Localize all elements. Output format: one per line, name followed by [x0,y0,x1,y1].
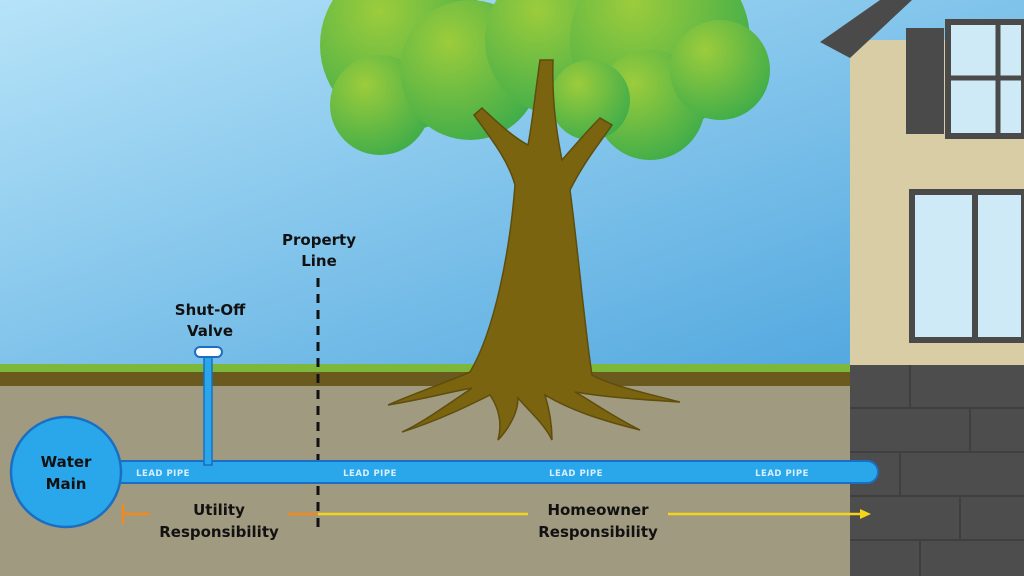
house [820,0,1024,576]
homeowner-arrowhead [860,509,871,519]
shutoff-valve-label-line1: Shut-Off [175,301,246,319]
house-roof [820,0,912,58]
shutoff-valve-stem [203,353,213,466]
property-line-label-line1: Property [282,231,356,249]
homeowner-responsibility-label-line2: Responsibility [538,523,658,541]
shutter [906,28,944,134]
shutoff-valve-handle [194,346,223,358]
tree-trunk [387,59,681,441]
utility-responsibility-label-line1: Utility [193,501,245,519]
property-line-label-line2: Line [301,252,337,270]
water-main-label-line1: Water [41,453,92,471]
homeowner-responsibility-label-line1: Homeowner [547,501,649,519]
water-main-label-line2: Main [46,475,87,493]
pipe-label: LEAD PIPE [343,469,397,479]
tree [320,0,770,441]
lower-window [909,189,1024,343]
shutoff-valve-label-line2: Valve [187,322,233,340]
water-main [9,415,123,529]
utility-responsibility-label-line2: Responsibility [159,523,279,541]
tree-foliage [320,0,770,160]
pipe-label: LEAD PIPE [549,469,603,479]
pipe-label: LEAD PIPE [755,469,809,479]
pipe-label: LEAD PIPE [136,469,190,479]
